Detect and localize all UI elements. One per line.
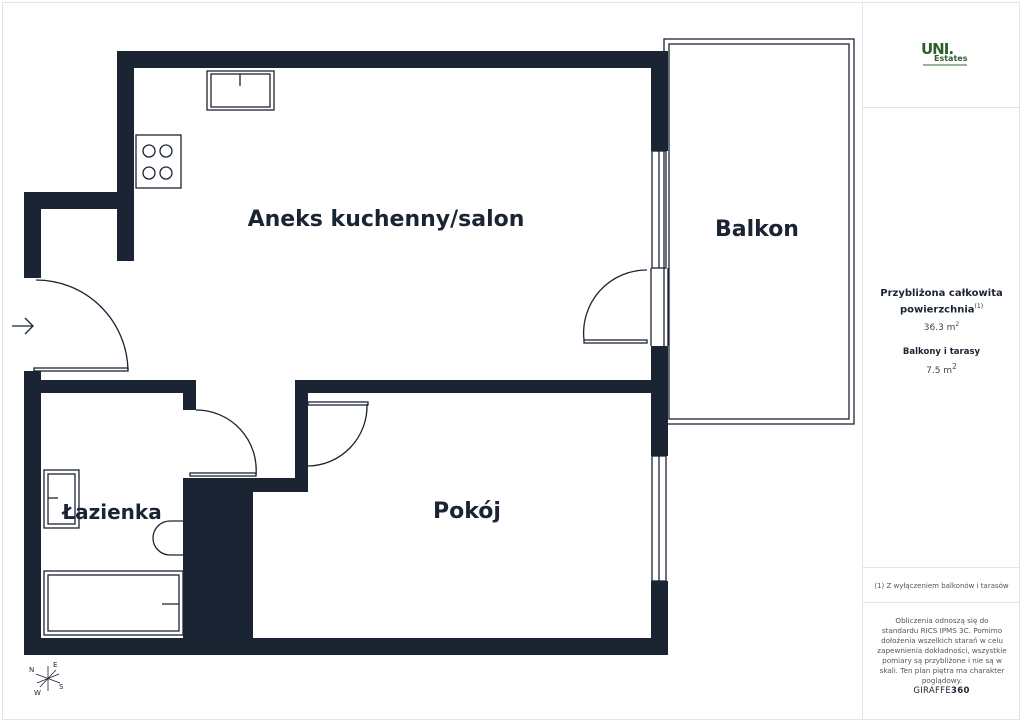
wall-right-mid — [651, 346, 668, 456]
balconies-label: Balkony i tarasy — [902, 347, 981, 358]
wall-entrance-left — [24, 192, 41, 278]
wall-room-left — [219, 478, 253, 655]
wall-bath-left — [24, 371, 41, 655]
brand-logo: UNI. — [921, 40, 954, 58]
bathtub — [43, 570, 184, 636]
footnote: (1) Z wyłączeniem balkonów i tarasów — [863, 567, 1020, 603]
balcony-inner-outline — [668, 43, 850, 420]
room-label-balcony: Balkon — [715, 217, 799, 242]
wall-right-top — [651, 51, 668, 151]
brand-logo-sub: Estates — [934, 54, 968, 63]
wall-room-door-jamb — [295, 380, 308, 492]
total-area-unit: 2 — [955, 321, 960, 329]
compass-s: S — [59, 683, 64, 691]
entrance-door-swing — [35, 279, 129, 371]
room-labels: Aneks kuchenny/salon Balkon Łazienka Pok… — [61, 207, 799, 524]
bathtub-inner — [47, 574, 180, 632]
logo-cell: UNI. Estates — [863, 2, 1020, 108]
stove-burner-4 — [159, 166, 173, 180]
total-area-label-line2: powierzchnia — [899, 304, 975, 316]
total-area-number: 36.3 m — [923, 323, 956, 334]
kitchen-sink — [206, 70, 275, 111]
entrance-arrow-head — [24, 317, 34, 335]
compass-rose — [35, 666, 61, 691]
floor-plan-drawing: Aneks kuchenny/salon Balkon Łazienka Pok… — [12, 38, 855, 697]
wall-room-top-left — [253, 478, 308, 492]
stove — [135, 134, 182, 189]
washbasin-bowl — [47, 473, 76, 525]
compass-letters: N E S W — [29, 661, 64, 697]
room-door-leaf — [307, 401, 369, 406]
entrance-door-leaf — [33, 367, 129, 372]
floor-plan: Aneks kuchenny/salon Balkon Łazienka Pok… — [12, 38, 855, 697]
giraffe-brand: GIRAFFE360 — [863, 686, 1020, 696]
room-label-room: Pokój — [433, 499, 501, 524]
wall-bath-door-jamb — [183, 380, 196, 410]
total-area-label: Przybliżona całkowita powierzchnia(1) — [863, 287, 1020, 316]
brand-logo-tagline — [923, 64, 967, 66]
bathroom-door-swing — [195, 409, 257, 476]
compass-w: W — [34, 689, 41, 697]
compass: N E S W — [29, 661, 64, 697]
balcony-door-leaf — [583, 339, 648, 344]
toilet-bowl — [152, 520, 204, 556]
balconies-value: 7.5 m2 — [863, 362, 1020, 376]
wall-bath-right — [183, 478, 219, 655]
balcony-door-swing — [582, 269, 648, 341]
wall-right-bottom — [651, 581, 668, 655]
compass-n: N — [29, 666, 34, 674]
balconies-number: 7.5 m — [926, 366, 953, 377]
footnote-ref: (1) — [974, 303, 984, 310]
bathroom-door-leaf — [189, 472, 257, 477]
stove-burner-2 — [159, 144, 173, 158]
total-area-label-line1: Przybliżona całkowita — [880, 288, 1003, 299]
balcony-outline — [663, 38, 855, 425]
walls — [24, 51, 668, 655]
disclaimer: Obliczenia odnoszą się do standardu RICS… — [877, 616, 1007, 685]
stove-burner-1 — [142, 144, 156, 158]
brand-prefix: GIRAFFE — [913, 686, 952, 696]
info-sidebar: UNI. Estates Przybliżona całkowita powie… — [862, 2, 1020, 720]
room-label-living: Aneks kuchenny/salon — [248, 207, 525, 232]
stove-burner-3 — [142, 166, 156, 180]
wall-bottom — [24, 638, 668, 655]
wall-room-top — [295, 380, 668, 393]
fixtures — [12, 38, 855, 636]
washbasin — [43, 469, 80, 529]
compass-e: E — [53, 661, 57, 669]
balconies-unit: 2 — [952, 362, 957, 372]
room-label-bathroom: Łazienka — [61, 500, 161, 524]
wall-bath-top — [24, 380, 196, 393]
total-area-value: 36.3 m2 — [863, 321, 1020, 333]
room-door-swing — [307, 403, 368, 467]
wall-living-left — [117, 51, 134, 261]
brand-suffix: 360 — [951, 686, 970, 696]
area-summary: Przybliżona całkowita powierzchnia(1) 36… — [863, 287, 1020, 376]
wall-top — [117, 51, 668, 68]
wall-entrance-top — [24, 192, 134, 209]
